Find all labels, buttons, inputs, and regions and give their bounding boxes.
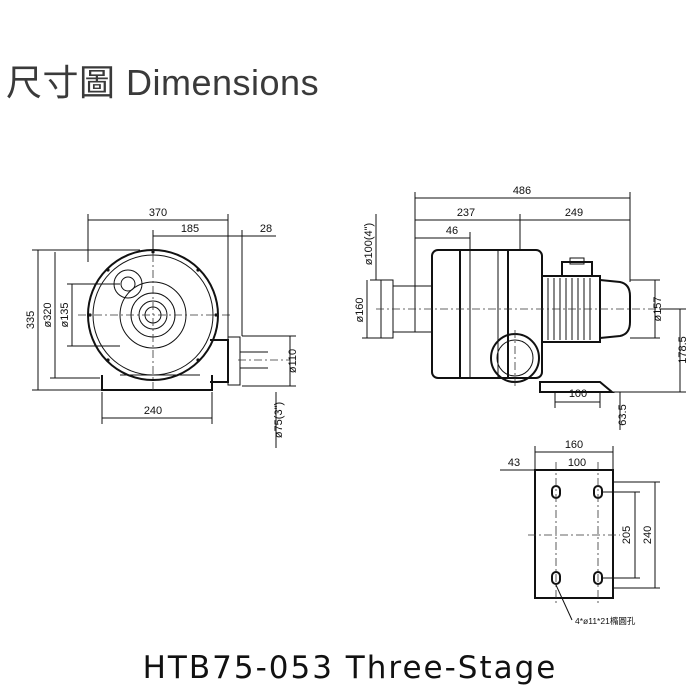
dim-100-side: 100 xyxy=(569,388,587,400)
model-caption: HTB75-053 Three-Stage xyxy=(142,650,558,686)
dim-46: 46 xyxy=(446,225,458,237)
dim-370: 370 xyxy=(149,207,167,219)
dim-185: 185 xyxy=(181,223,199,235)
dim-28: 28 xyxy=(260,223,272,235)
dim-178-5: 178.5 xyxy=(677,336,689,364)
dim-249: 249 xyxy=(565,207,583,219)
dim-phi160: ø160 xyxy=(354,297,366,322)
dim-63-5: 63.5 xyxy=(617,404,629,425)
dim-240-base: 240 xyxy=(642,526,654,544)
dim-phi320: ø320 xyxy=(42,302,54,327)
dim-335: 335 xyxy=(25,311,37,329)
dim-phi157: ø157 xyxy=(652,296,664,321)
holes-note: 4*ø11*21橢圓孔 xyxy=(575,616,636,626)
dim-240-front: 240 xyxy=(144,405,162,417)
dim-237: 237 xyxy=(457,207,475,219)
dim-43: 43 xyxy=(508,457,520,469)
base-plan: 160 100 43 205 240 4*ø11*21橢圓孔 xyxy=(500,439,660,626)
dim-phi75: ø75(3") xyxy=(273,402,285,438)
front-view: 370 185 28 335 ø320 ø135 240 ø110 xyxy=(25,207,299,448)
dim-phi135: ø135 xyxy=(59,302,71,327)
dim-160-base: 160 xyxy=(565,439,583,451)
dim-205: 205 xyxy=(621,526,633,544)
page-title: 尺寸圖 Dimensions xyxy=(6,62,320,103)
dim-phi110: ø110 xyxy=(287,349,299,373)
dim-phi100: ø100(4") xyxy=(363,223,375,265)
dim-100-base: 100 xyxy=(568,457,586,469)
dim-486: 486 xyxy=(513,185,531,197)
side-view: 486 237 249 46 ø100(4") ø160 ø157 178.5 … xyxy=(354,185,689,430)
